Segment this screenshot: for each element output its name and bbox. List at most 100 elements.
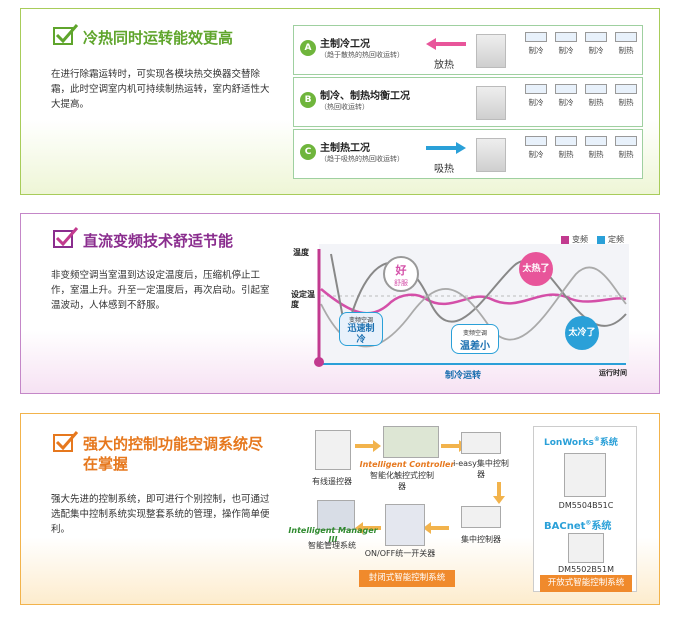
bubble-diff-sub: 变频空调 [462,330,487,337]
outdoor-unit-b [476,86,506,120]
bubble-good-text: 好 [395,264,407,277]
bubble-good: 好 舒服 [383,256,419,292]
mode-title-a: 主制冷工况 [320,39,370,50]
mode-title-b: 制冷、制热均衡工况 [320,91,410,102]
bubble-diff: 变频空调 温差小 [451,324,499,354]
room-a-1: 制冷 [524,32,548,56]
bacnet-model: DM5502B51M [558,565,614,574]
mode-badge-c: C [300,144,316,160]
arrow-left-icon [355,522,381,534]
ieasy-controller-image [461,432,501,454]
arrow-left-icon [426,38,466,50]
room-b-2: 制冷 [554,84,578,108]
checkmark-icon [53,227,79,248]
ieasy-controller-label: i-easy集中控制器 [453,459,509,479]
registered-mark: ® [585,519,592,527]
section3-desc: 强大先进的控制系统，即可进行个别控制，也可通过选配集中控制系统实现整套系统的管理… [51,494,270,535]
section3-title-wrap: 强大的控制功能空调系统尽在掌握 [53,431,273,474]
mode-row-b: B 制冷、制热均衡工况 （热回收运转） 制冷 制冷 制热 制热 [293,77,643,127]
outdoor-unit-a [476,34,506,68]
registered-mark: ® [593,436,600,443]
intelligent-manager-label: 智能管理系统 [308,541,356,550]
mode-row-c: C 主制热工况 （趋于吸热的热回收运转） 吸热 制冷 制热 制热 制热 [293,129,643,179]
mode-row-a: A 主制冷工况 （趋于散热的热回收运转） 放热 制冷 制冷 制冷 制热 [293,25,643,75]
chart-xend: 运行时间 [599,369,627,377]
arrow-down-icon [493,482,505,504]
section-heat-recovery: 冷热同时运转能效更高 在进行除霜运转时，可实现各模块热交换器交替除霜，此时空调室… [20,8,660,195]
mode-side-c: 吸热 [434,164,454,175]
section1-title-wrap: 冷热同时运转能效更高 [53,24,234,48]
mode-title-c: 主制热工况 [320,143,370,154]
legend-swatch-inverter [561,235,569,244]
room-a-2: 制冷 [554,32,578,56]
lonworks-device-image [564,453,606,497]
wired-remote-label: 有线遥控器 [312,477,352,486]
legend-fixed: 定频 [608,235,624,244]
bubble-diff-text: 温差小 [460,341,490,352]
bubble-hot: 太热了 [519,252,553,286]
bacnet-title: BACnet®系统 [544,517,611,532]
section2-title: 直流变频技术舒适节能 [83,232,234,250]
intelligent-controller-label: 智能化触控式控制器 [370,471,434,491]
chart-ylabel: 温度 [293,248,309,257]
section-inverter: 直流变频技术舒适节能 非变频空调当室温到达设定温度后，压缩机停止工作，室温上升。… [20,213,660,394]
room-c-4: 制热 [614,136,638,160]
closed-system-button[interactable]: 封闭式智能控制系统 [359,570,455,587]
bubble-good-sub: 舒服 [394,279,408,287]
legend-inverter: 变频 [572,235,588,244]
lonworks-title: LonWorks®系统 [544,435,618,448]
mode-sub-b: （热回收运转） [320,103,369,111]
mode-sub-c: （趋于吸热的热回收运转） [320,155,404,163]
open-system-button[interactable]: 开放式智能控制系统 [540,575,632,592]
section2-desc: 非变频空调当室温到达设定温度后，压缩机停止工作，室温上升。升至一定温度后，再次启… [51,270,270,311]
bacnet-suffix: 系统 [591,521,612,532]
mode-sub-a: （趋于散热的热回收运转） [320,51,404,59]
bubble-fast-text: 迅速制冷 [347,324,375,345]
room-a-4: 制热 [614,32,638,56]
arrow-right-icon [426,142,466,154]
legend-swatch-fixed [597,235,605,244]
room-a-3: 制冷 [584,32,608,56]
bubble-fast-sub: 变频空调 [348,317,373,324]
central-controller-image [461,506,501,528]
room-b-3: 制热 [584,84,608,108]
onoff-switch-label: ON/OFF统一开关器 [364,549,436,558]
arrow-right-icon [355,440,381,452]
room-b-4: 制热 [614,84,638,108]
bacnet-text: BACnet [544,521,586,532]
onoff-switch-image [385,504,425,546]
room-b-1: 制冷 [524,84,548,108]
section1-title: 冷热同时运转能效更高 [83,29,234,47]
intelligent-controller-image [383,426,439,458]
intelligent-manager-logo: Intelligent Manager III [288,526,378,544]
mode-badge-b: B [300,92,316,108]
mode-badge-a: A [300,40,316,56]
legend: 变频 定频 [561,234,624,245]
section1-desc: 在进行除霜运转时，可实现各模块热交换器交替除霜，此时空调室内机可持续制热运转，室… [51,69,270,110]
open-system-card: LonWorks®系统 DM5504B51C BACnet®系统 DM5502B… [533,426,637,592]
chart-setlabel: 设定温度 [291,290,315,309]
room-c-1: 制冷 [524,136,548,160]
room-c-3: 制热 [584,136,608,160]
checkmark-icon [53,24,79,45]
intelligent-manager-image [317,500,355,530]
temperature-chart [314,244,629,367]
checkmark-icon [53,431,79,452]
wired-remote-image [315,430,351,470]
room-c-2: 制热 [554,136,578,160]
outdoor-unit-c [476,138,506,172]
arrow-left-icon [423,522,449,534]
section-control: 强大的控制功能空调系统尽在掌握 强大先进的控制系统，即可进行个别控制，也可通过选… [20,413,660,605]
intelligent-controller-logo: Intelligent Controller [359,460,455,469]
arrow-right-icon [441,440,467,452]
bubble-cold: 太冷了 [565,316,599,350]
section2-title-wrap: 直流变频技术舒适节能 [53,227,234,251]
lonworks-suffix: 系统 [599,438,618,448]
chart-xaxis: 制冷运转 [445,371,482,381]
lonworks-text: LonWorks [544,438,594,448]
section3-title: 强大的控制功能空调系统尽在掌握 [83,435,264,473]
lonworks-model: DM5504B51C [558,501,614,510]
bubble-fast: 变频空调 迅速制冷 [339,312,383,346]
mode-side-a: 放热 [434,60,454,71]
central-controller-label: 集中控制器 [461,535,501,544]
